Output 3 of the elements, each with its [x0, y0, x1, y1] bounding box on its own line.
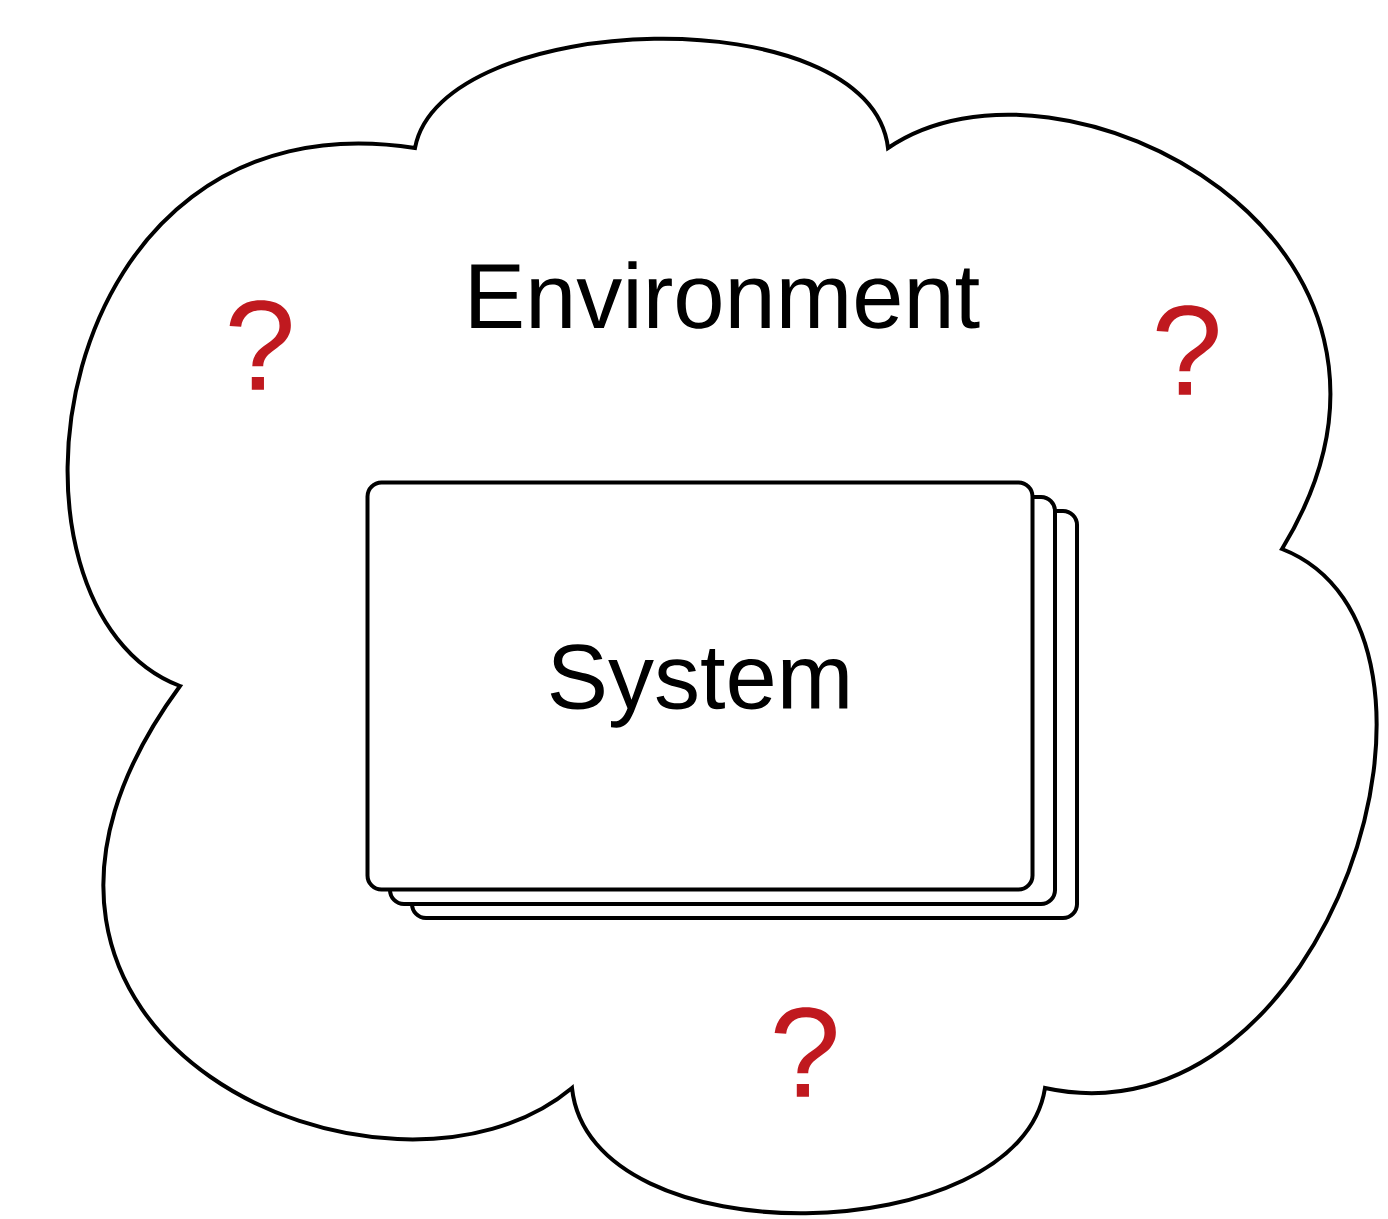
question-mark: ? [229, 300, 291, 390]
stacked-box: System [365, 480, 1079, 920]
question-mark: ? [1156, 305, 1218, 395]
